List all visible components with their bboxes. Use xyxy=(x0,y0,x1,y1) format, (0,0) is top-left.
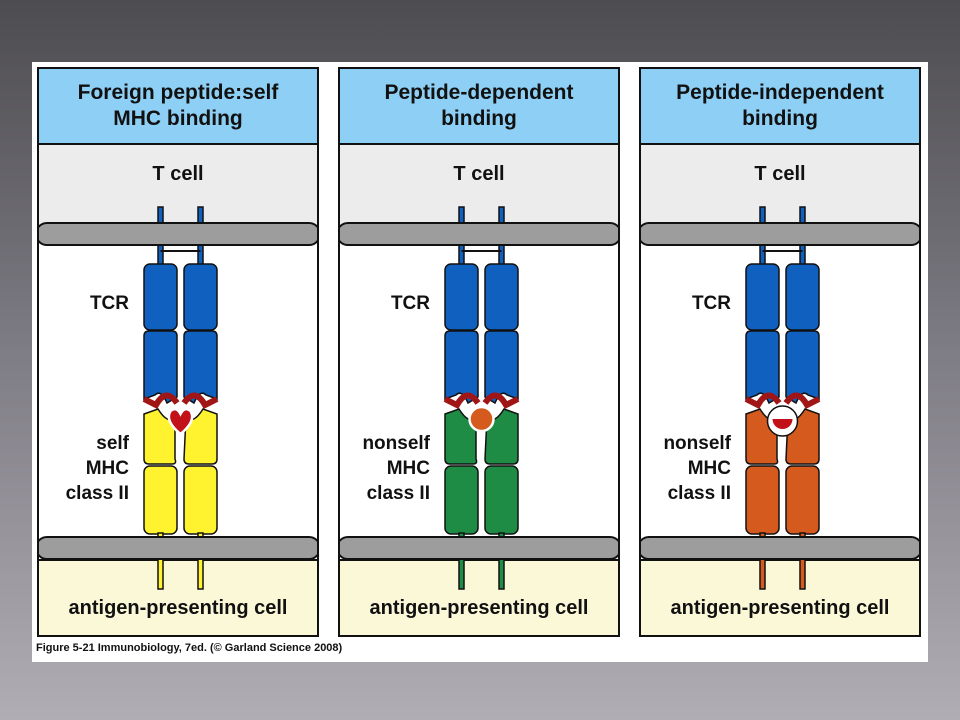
tcr-variable-domain xyxy=(143,330,178,405)
panel-title-line-2: binding xyxy=(742,107,818,130)
panel-title: Foreign peptide:self MHC binding xyxy=(39,69,317,145)
tcr-contact-loop xyxy=(181,392,219,409)
panel-title-line-1: Foreign peptide:self xyxy=(77,81,279,104)
mhc-label: nonself MHC class II xyxy=(340,431,430,506)
peptide xyxy=(772,419,793,429)
tcr-contact-loop xyxy=(443,392,481,409)
mhc-stalk xyxy=(799,532,806,590)
mhc-alpha2-domain xyxy=(143,465,178,535)
mhc-alpha2-domain xyxy=(745,465,780,535)
panel-title: Peptide-dependent binding xyxy=(340,69,618,145)
mhc-beta2-domain xyxy=(484,465,519,535)
t-cell-region xyxy=(641,145,919,237)
t-cell-label: T cell xyxy=(453,163,505,185)
tcr-constant-domain xyxy=(484,263,519,331)
apc-membrane xyxy=(39,536,317,560)
mhc-label: nonself MHC class II xyxy=(641,431,731,506)
mhc-label-line-2: MHC xyxy=(687,458,731,479)
figure: Foreign peptide:self MHC binding T cell … xyxy=(32,62,928,662)
mhc-label: self MHC class II xyxy=(39,431,129,506)
tcr-constant-domain xyxy=(785,263,820,331)
antigen-presenting-cell-region xyxy=(39,559,317,635)
mhc-stalk xyxy=(458,532,465,590)
peptide xyxy=(468,405,495,433)
antigen-presenting-cell-label: antigen-presenting cell xyxy=(670,597,890,619)
apc-membrane xyxy=(340,536,618,560)
mhc-stalk xyxy=(197,532,204,590)
tcr-constant-domain xyxy=(745,263,780,331)
mhc-stalk xyxy=(759,532,766,590)
mhc-label-line-1: nonself xyxy=(663,433,731,454)
panel-title-line-1: Peptide-independent xyxy=(676,81,884,104)
t-cell-label: T cell xyxy=(754,163,806,185)
panel-title-line-1: Peptide-dependent xyxy=(384,81,574,104)
panel-foreign-peptide-self-mhc: Foreign peptide:self MHC binding T cell … xyxy=(37,67,319,637)
panel-title-line-2: binding xyxy=(441,107,517,130)
tcr-label: TCR xyxy=(89,293,129,314)
apc-membrane xyxy=(641,536,919,560)
tcr-contact-loop xyxy=(142,392,180,409)
mhc-stalk xyxy=(498,532,505,590)
mhc-beta2-domain xyxy=(183,465,218,535)
mhc-alpha1-domain xyxy=(444,408,478,465)
peptide xyxy=(167,407,194,436)
panel-title-line-2: MHC binding xyxy=(113,107,243,130)
panel-peptide-independent: Peptide-independent binding T cell TCR n… xyxy=(639,67,921,637)
tcr-label: TCR xyxy=(390,293,430,314)
tcr-label: TCR xyxy=(691,293,731,314)
t-cell-membrane xyxy=(39,222,317,246)
mhc-alpha1-domain xyxy=(143,408,177,465)
mhc-beta2-domain xyxy=(785,465,820,535)
antigen-presenting-cell-region xyxy=(340,559,618,635)
mhc-label-line-2: MHC xyxy=(386,458,430,479)
mhc-label-line-1: self xyxy=(96,433,129,454)
figure-caption: Figure 5-21 Immunobiology, 7ed. (© Garla… xyxy=(36,642,343,654)
mhc-stalk xyxy=(157,532,164,590)
molecule-diagram xyxy=(443,206,520,590)
tcr-variable-domain xyxy=(484,330,519,405)
mhc-alpha2-domain xyxy=(444,465,479,535)
panel-peptide-dependent: Peptide-dependent binding T cell TCR non… xyxy=(338,67,620,637)
mhc-label-line-2: MHC xyxy=(85,458,129,479)
antigen-presenting-cell-region xyxy=(641,559,919,635)
tcr-contact-loop xyxy=(783,392,821,409)
mhc-beta1-domain xyxy=(183,408,218,465)
panel-title: Peptide-independent binding xyxy=(641,69,919,145)
tcr-constant-domain xyxy=(183,263,218,331)
t-cell-label: T cell xyxy=(152,163,204,185)
t-cell-membrane xyxy=(340,222,618,246)
tcr-constant-domain xyxy=(444,263,479,331)
tcr-contact-loop xyxy=(744,392,782,409)
antigen-presenting-cell-label: antigen-presenting cell xyxy=(369,597,589,619)
tcr-constant-domain xyxy=(143,263,178,331)
tcr-contact-loop xyxy=(482,392,520,409)
tcr-variable-domain xyxy=(785,330,820,405)
mhc-label-line-3: class II xyxy=(366,483,430,504)
tcr-variable-domain xyxy=(183,330,218,405)
mhc-label-line-3: class II xyxy=(65,483,129,504)
mhc-label-line-3: class II xyxy=(667,483,731,504)
tcr-variable-domain xyxy=(745,330,780,405)
t-cell-membrane xyxy=(641,222,919,246)
mhc-label-line-1: nonself xyxy=(362,433,430,454)
tcr-variable-domain xyxy=(444,330,479,405)
molecule-diagram xyxy=(744,206,821,590)
antigen-presenting-cell-label: antigen-presenting cell xyxy=(68,597,288,619)
